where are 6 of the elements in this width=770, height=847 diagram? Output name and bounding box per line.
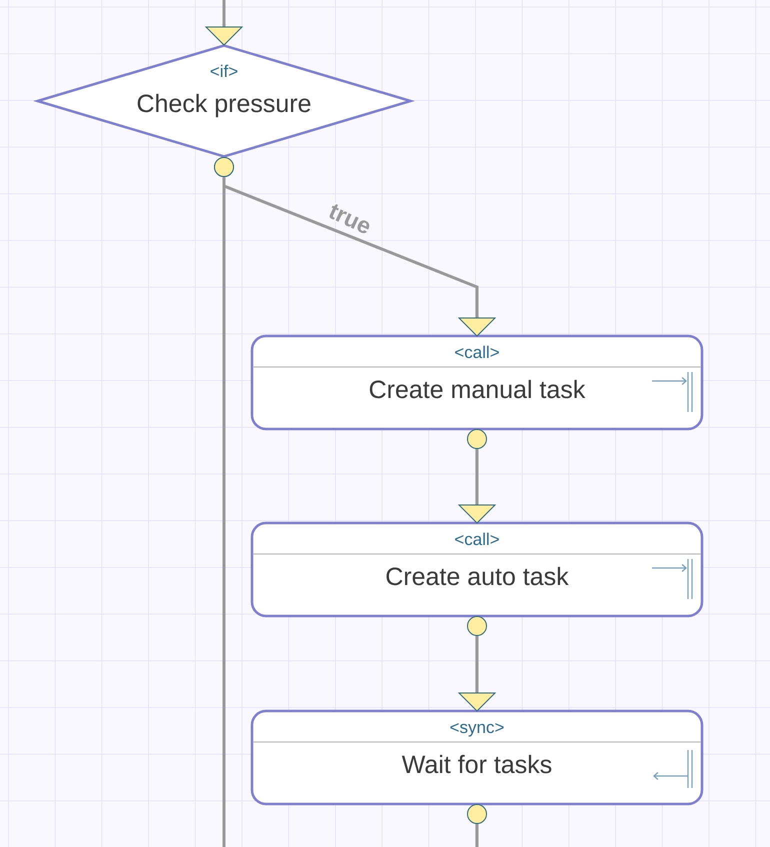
- process-box: <call> Create manual task: [250, 334, 704, 430]
- process-box: <sync> Wait for tasks: [250, 710, 704, 806]
- edge-label: true: [326, 202, 374, 236]
- process-box: <call> Create auto task: [250, 522, 704, 618]
- connector-line: [467, 804, 487, 847]
- connector-line: [214, 157, 234, 847]
